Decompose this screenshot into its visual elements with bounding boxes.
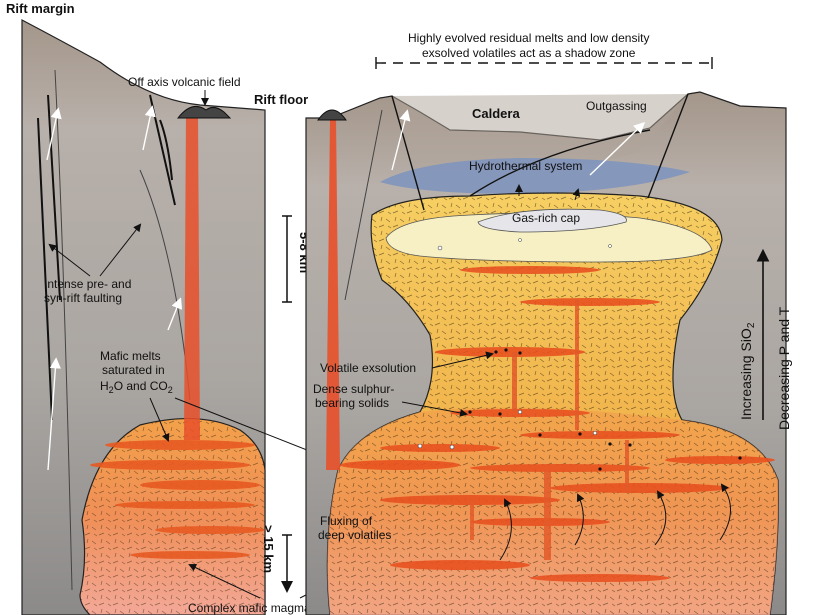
dense-solids-label-2: bearing solids <box>315 396 389 410</box>
hydrothermal-label: Hydrothermal system <box>469 159 582 173</box>
left-sills <box>90 440 265 559</box>
faulting-label-2: syn-rift faulting <box>44 291 122 305</box>
fluxing-label-1: Fluxing of <box>320 514 373 528</box>
side-label-1: Decreasing P and T <box>776 306 792 430</box>
right-feeder-dike <box>326 118 340 470</box>
fluxing-label-2: deep volatiles <box>318 528 391 542</box>
hydrothermal-lens <box>380 158 690 194</box>
right-dikes <box>470 300 629 560</box>
right-panel: Caldera Outgassing Highly evolved residu… <box>305 31 787 615</box>
left-panel: Rift margin Off axis volcanic field Inte… <box>6 1 377 615</box>
dense-solids-label-1: Dense sulphur- <box>313 382 394 396</box>
mafic-label-3: H2O and CO2 <box>100 379 173 395</box>
mafic-label-2: saturated in <box>102 363 165 377</box>
shadow-zone-label-1: Highly evolved residual melts and low de… <box>408 31 649 45</box>
off-axis-volcano <box>176 105 232 119</box>
gas-pocket <box>477 208 627 233</box>
rift-floor-volcano <box>317 109 347 121</box>
rift-floor-label: Rift floor <box>254 92 308 107</box>
side-label-2: Increasing SiO2 <box>738 322 757 420</box>
outgassing-label: Outgassing <box>586 99 647 113</box>
volatile-exsolution-label: Volatile exsolution <box>320 361 416 375</box>
right-sills <box>340 266 775 582</box>
depth-15-label: > 15 km <box>261 525 276 573</box>
rift-margin-label: Rift margin <box>6 1 75 16</box>
shadow-zone-label-2: exsolved volatiles act as a shadow zone <box>422 46 636 60</box>
caldera-label: Caldera <box>472 106 520 121</box>
off-axis-label: Off axis volcanic field <box>128 75 241 89</box>
side-axis: Decreasing P and T Increasing SiO2 <box>738 248 792 430</box>
faulting-label-1: Intense pre- and <box>44 277 131 291</box>
left-feeder-dike <box>184 110 200 440</box>
mafic-label-1: Mafic melts <box>100 349 161 363</box>
gas-rich-cap-body <box>385 212 713 263</box>
gas-rich-cap-label: Gas-rich cap <box>512 211 580 225</box>
